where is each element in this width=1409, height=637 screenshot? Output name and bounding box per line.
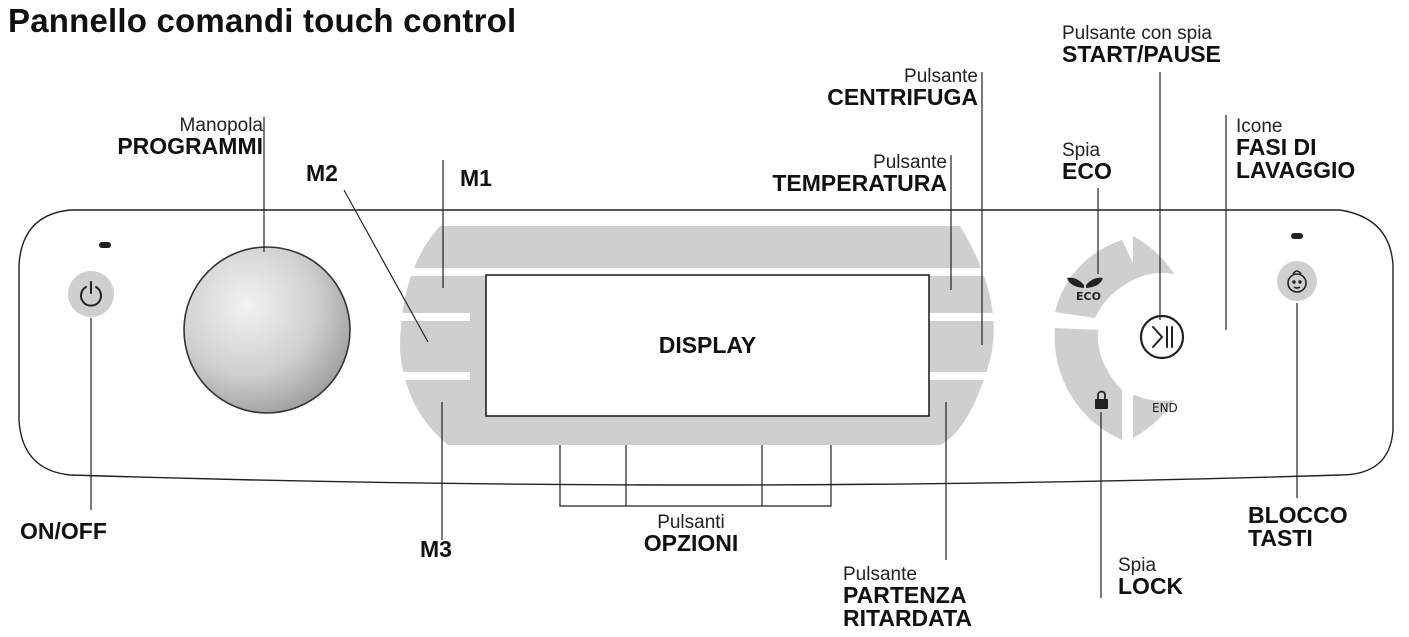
label-m2: M2 <box>306 160 338 186</box>
label-partenza-small: Pulsante <box>843 564 917 585</box>
label-blocco-bold1: BLOCCO <box>1248 502 1348 528</box>
label-manopola-small: Manopola <box>179 115 263 136</box>
label-programmi-bold: PROGRAMMI <box>117 133 263 159</box>
label-fasi-small: Icone <box>1236 116 1283 137</box>
start-pause-button <box>1139 314 1185 360</box>
blocco-tasti-button <box>1277 261 1317 301</box>
label-centrifuga-small: Pulsante <box>904 66 978 87</box>
label-startpause-small: Pulsante con spia <box>1062 23 1212 44</box>
label-partenza-bold: PARTENZA <box>843 582 967 608</box>
label-manopola-programmi: Manopola PROGRAMMI <box>60 116 263 158</box>
label-m1: M1 <box>460 165 492 191</box>
label-ritardata-bold: RITARDATA <box>843 605 973 631</box>
label-pulsante-centrifuga: Pulsante CENTRIFUGA <box>760 67 978 109</box>
label-fasi-bold1: FASI DI <box>1236 134 1317 160</box>
label-pulsante-partenza-ritardata: Pulsante PARTENZA RITARDATA <box>843 565 972 630</box>
label-opzioni-small: Pulsanti <box>657 512 725 533</box>
label-blocco-bold2: TASTI <box>1248 525 1313 551</box>
eco-leaf-icon <box>1067 277 1103 288</box>
power-icon <box>80 281 102 307</box>
label-pulsanti-opzioni: Pulsanti OPZIONI <box>596 513 786 555</box>
display-screen <box>485 274 930 417</box>
label-pulsante-start-pause: Pulsante con spia START/PAUSE <box>1062 24 1221 66</box>
label-spia-eco: Spia ECO <box>1062 141 1112 183</box>
child-face-icon <box>1287 270 1307 293</box>
label-on-off: ON/OFF <box>20 518 107 544</box>
programmi-knob <box>183 246 351 414</box>
display-label: DISPLAY <box>658 332 757 358</box>
label-startpause-bold: START/PAUSE <box>1062 41 1221 67</box>
play-pause-icon <box>1152 326 1173 348</box>
label-lock-small: Spia <box>1118 555 1157 576</box>
page-title: Pannello comandi touch control <box>8 2 517 39</box>
options-bracket <box>559 445 832 507</box>
leader-lines <box>90 72 1298 598</box>
onoff-led <box>99 242 111 248</box>
label-icone-fasi-lavaggio: Icone FASI DI LAVAGGIO <box>1236 117 1355 182</box>
end-icon-text: END <box>1152 401 1178 415</box>
label-fasi-bold2: LAVAGGIO <box>1236 157 1356 183</box>
label-spia-lock: Spia LOCK <box>1118 556 1183 598</box>
blocco-led <box>1291 233 1303 239</box>
label-temperatura-small: Pulsante <box>873 152 947 173</box>
label-m3: M3 <box>420 536 452 562</box>
label-blocco-tasti: BLOCCO TASTI <box>1248 504 1348 550</box>
lock-icon <box>1095 390 1108 409</box>
label-lock-bold: LOCK <box>1118 573 1184 599</box>
label-opzioni-bold: OPZIONI <box>643 530 739 556</box>
label-pulsante-temperatura: Pulsante TEMPERATURA <box>700 153 947 195</box>
label-eco-bold: ECO <box>1062 158 1112 184</box>
label-centrifuga-bold: CENTRIFUGA <box>827 84 978 110</box>
label-eco-small: Spia <box>1062 140 1101 161</box>
button-separators <box>398 268 1002 380</box>
lock-sector <box>1054 328 1122 440</box>
label-temperatura-bold: TEMPERATURA <box>772 170 947 196</box>
eco-icon-text: ECO <box>1076 290 1101 303</box>
